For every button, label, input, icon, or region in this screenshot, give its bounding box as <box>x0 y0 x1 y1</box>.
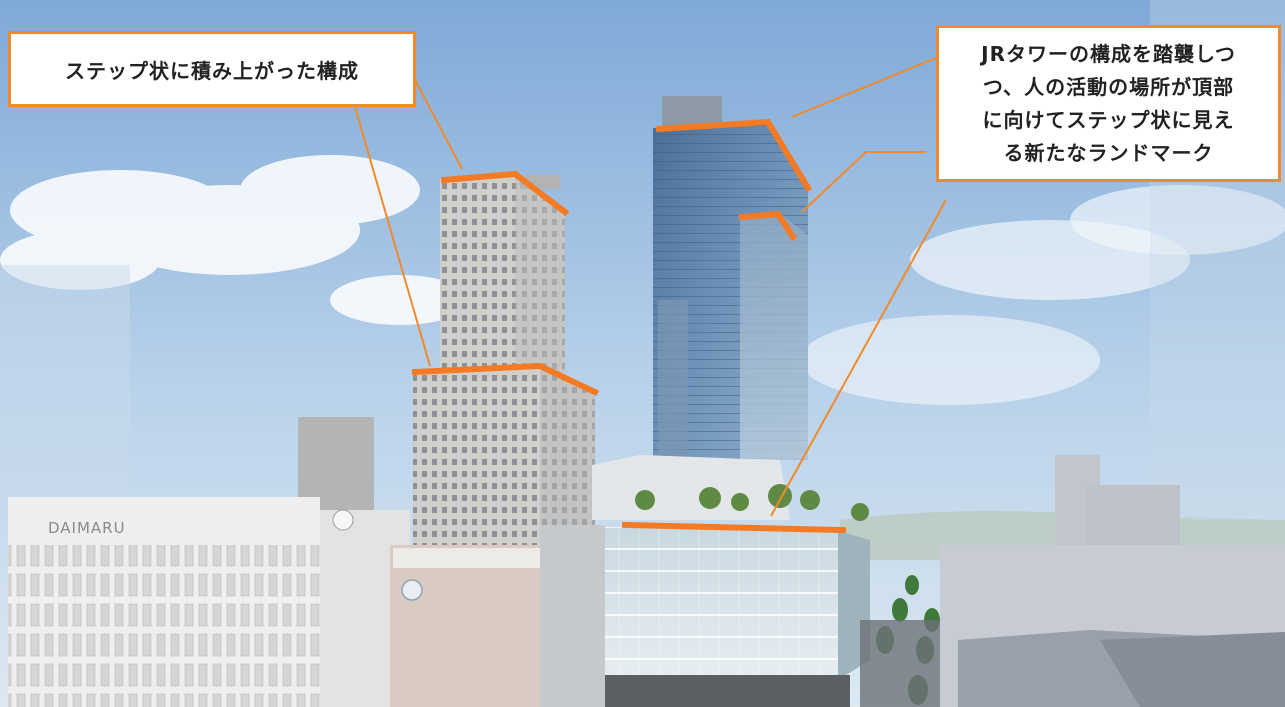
callout-line: つ、人の活動の場所が頂部 <box>982 74 1235 99</box>
new-glass-tower <box>653 96 808 460</box>
step-accents <box>411 118 847 534</box>
callout-line: に向けてステップ状に見え <box>982 107 1235 132</box>
leader-lines <box>354 57 947 517</box>
department-store <box>8 497 605 707</box>
faint-building-left <box>0 265 130 525</box>
jr-tower <box>413 173 595 545</box>
callout-step-stack: ステップ状に積み上がった構成 <box>8 31 416 107</box>
glass-podium <box>605 527 870 707</box>
clouds <box>0 155 1285 405</box>
right-buildings <box>940 455 1285 707</box>
mid-rise-block <box>592 455 790 520</box>
road <box>860 620 940 707</box>
store-sign: DAIMARU <box>48 519 126 537</box>
callout-line: JRタワーの構成を踏襲しつ <box>981 41 1236 66</box>
callout-line: る新たなランドマーク <box>1003 140 1214 165</box>
callout-landmark: JRタワーの構成を踏襲しつ つ、人の活動の場所が頂部 に向けてステップ状に見え … <box>936 25 1281 182</box>
